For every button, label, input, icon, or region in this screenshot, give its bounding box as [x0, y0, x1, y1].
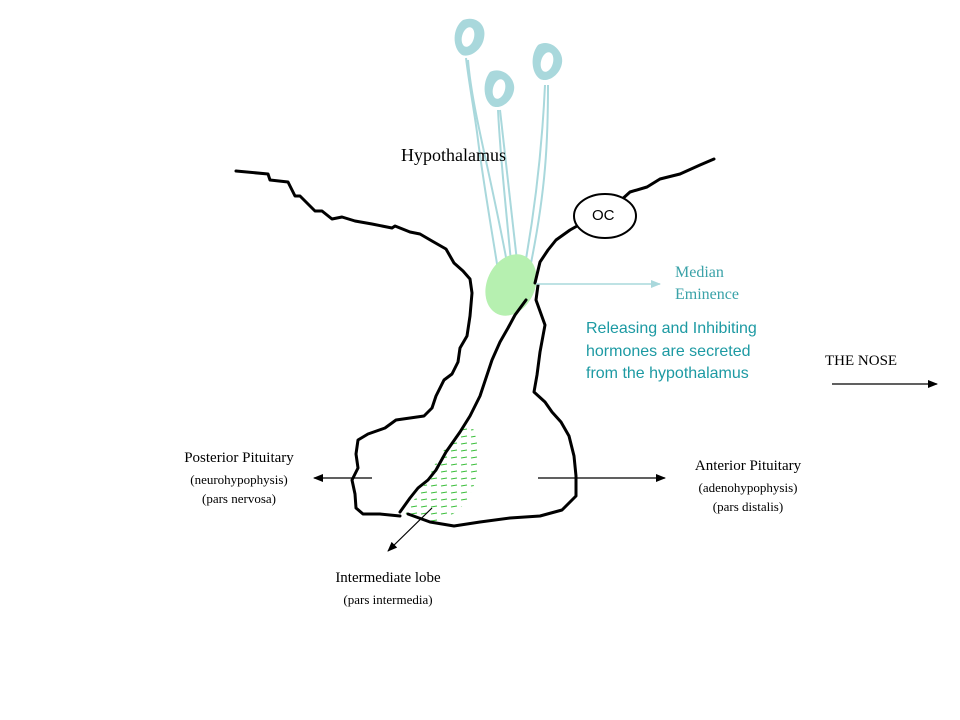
hypothalamus-label: Hypothalamus: [401, 145, 506, 165]
intermediate-lobe-sub: (pars intermedia): [343, 592, 433, 607]
anterior-pituitary-sub2: (pars distalis): [712, 499, 784, 514]
neuron-1: [454, 18, 509, 271]
releasing-note-line2: hormones are secreted: [586, 343, 751, 360]
median-eminence-region: [485, 254, 537, 316]
posterior-pituitary-sub1: (neurohypophysis): [190, 472, 288, 487]
optic-chiasm-label: OC: [592, 207, 615, 224]
intermediate-lobe-region: [405, 422, 479, 522]
neuron-3: [523, 43, 563, 271]
intermediate-lobe-title: Intermediate lobe: [335, 570, 441, 586]
nose-label: THE NOSE: [825, 353, 898, 369]
releasing-note-line1: Releasing and Inhibiting: [586, 320, 757, 337]
median-eminence-label-line1: Median: [675, 264, 724, 281]
anterior-pituitary-title: Anterior Pituitary: [694, 458, 802, 474]
anterior-pituitary-sub1: (adenohypophysis): [698, 480, 798, 495]
hypothalamic-neurons: [454, 18, 563, 306]
neuron-2: [484, 70, 519, 273]
optic-chiasm: [573, 193, 637, 239]
posterior-pituitary-title: Posterior Pituitary: [184, 450, 294, 466]
median-eminence-label-line2: Eminence: [675, 286, 739, 303]
posterior-pituitary-sub2: (pars nervosa): [202, 491, 276, 506]
intermediate-arrow: [387, 507, 433, 552]
releasing-note-line3: from the hypothalamus: [586, 365, 749, 382]
